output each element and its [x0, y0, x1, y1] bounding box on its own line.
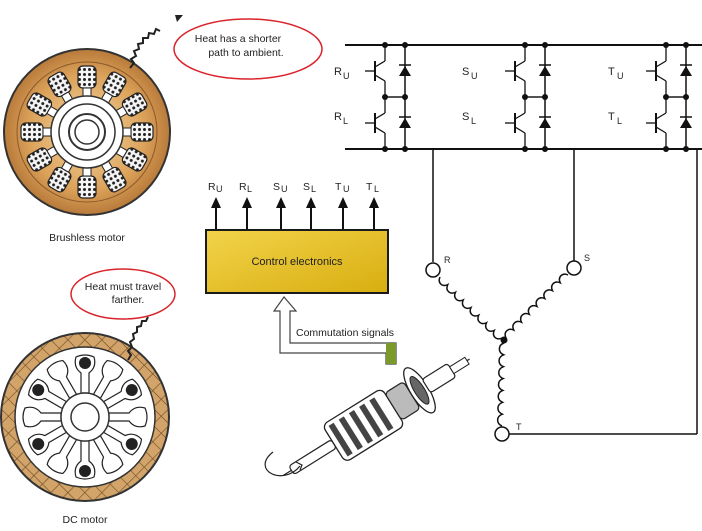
dc-caption: DC motor	[63, 514, 108, 526]
rotor-windings	[22, 354, 148, 480]
output-label-main: T	[335, 181, 342, 193]
rotor-winding	[102, 424, 143, 456]
output-label-sub: L	[247, 184, 252, 194]
svg-text:R: R	[334, 66, 342, 78]
brushless-caption: Brushless motor	[49, 232, 125, 244]
output-label-sub: L	[311, 184, 316, 194]
output-label-main: T	[366, 181, 373, 193]
rotor-winding	[27, 424, 68, 456]
rotor-winding	[74, 440, 96, 480]
inverter-bridge	[345, 42, 702, 152]
svg-text:U: U	[617, 71, 624, 81]
stator-coil	[115, 92, 148, 119]
brushless-heat-arrow	[129, 27, 161, 69]
inverter-leg	[646, 42, 692, 152]
rotor-winding	[108, 406, 148, 428]
output-label-main: S	[273, 181, 280, 193]
svg-text:L: L	[617, 116, 622, 126]
control-electronics-box	[205, 229, 389, 294]
output-label-main: R	[208, 181, 216, 193]
output-label-sub: U	[281, 184, 288, 194]
brushless-motor	[3, 48, 171, 216]
inverter-leg	[365, 42, 411, 152]
rotor-winding	[102, 378, 143, 410]
stator-coil	[77, 65, 97, 97]
svg-text:L: L	[343, 116, 348, 126]
svg-text:U: U	[343, 71, 350, 81]
stator-coils	[20, 65, 154, 199]
dc-callout	[70, 268, 176, 320]
commutation-label: Commutation signals	[296, 327, 394, 339]
rotor-illustration	[282, 356, 470, 477]
brushless-callout-line1: Heat has a shorter	[195, 33, 282, 45]
dc-heat-arrow	[126, 316, 149, 361]
dc-callout-line1: Heat must travel	[85, 281, 161, 293]
rotor-winding	[46, 359, 78, 400]
svg-text:R: R	[334, 111, 342, 123]
rotor-winding	[92, 434, 124, 475]
svg-text:L: L	[471, 116, 476, 126]
output-label-sub: U	[216, 184, 223, 194]
terminal-t-label: T	[516, 422, 522, 432]
output-label-main: R	[239, 181, 247, 193]
stator-coil	[77, 167, 97, 199]
terminal-s-label: S	[584, 253, 590, 263]
rotor-winding	[74, 354, 96, 394]
rotor-winding	[92, 359, 124, 400]
inverter-leg	[505, 42, 551, 152]
svg-text:U: U	[471, 71, 478, 81]
motor-windings: R S T	[425, 149, 698, 442]
terminal-r-label: R	[444, 255, 451, 265]
rotor-winding	[22, 406, 62, 428]
stator-coil	[122, 122, 154, 142]
stator-coil	[20, 122, 52, 142]
dc-motor	[0, 332, 170, 502]
output-label-sub: L	[374, 184, 379, 194]
brushless-callout-line2: path to ambient.	[208, 47, 283, 59]
brushless-callout	[173, 18, 323, 80]
dc-callout-line2: farther.	[112, 294, 145, 306]
svg-text:T: T	[608, 66, 615, 78]
output-label-sub: U	[343, 184, 350, 194]
svg-text:S: S	[462, 66, 469, 78]
svg-text:S: S	[462, 111, 469, 123]
rotor-winding	[27, 378, 68, 410]
control-electronics-label: Control electronics	[251, 256, 343, 268]
output-label-main: S	[303, 181, 310, 193]
commutation-feedback: Commutation signals	[272, 296, 397, 365]
svg-text:T: T	[608, 111, 615, 123]
stator-coil	[100, 71, 127, 104]
rotor-winding	[46, 434, 78, 475]
